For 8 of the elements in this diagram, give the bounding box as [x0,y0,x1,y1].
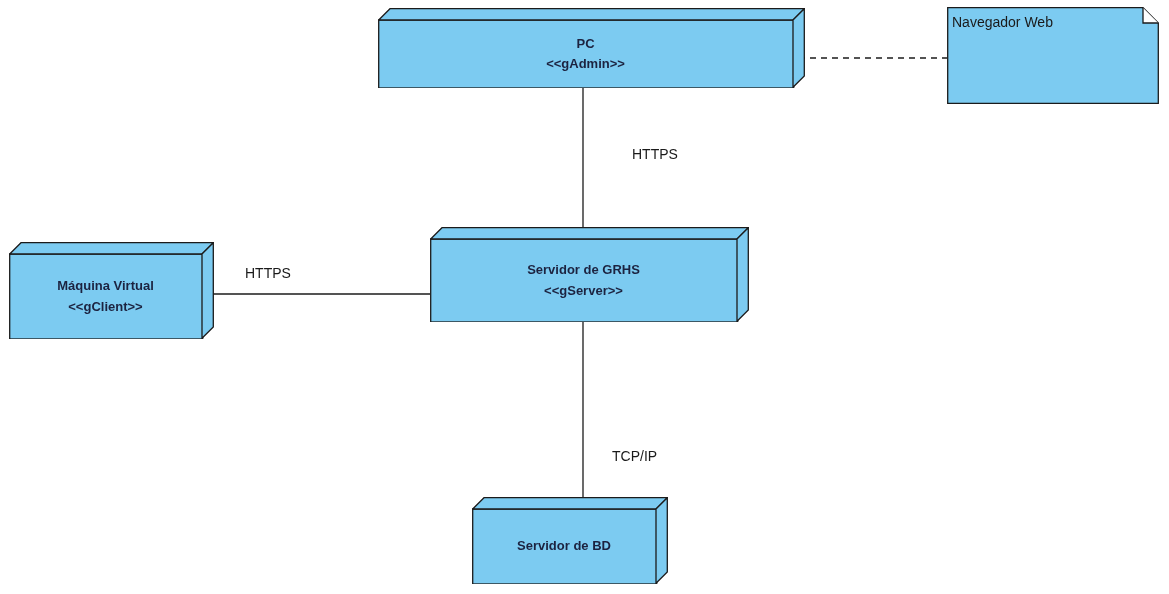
stereotype: <<gAdmin>> [546,56,625,73]
node-name: PC [576,35,595,52]
node-name: Servidor de GRHS [527,262,640,279]
node-name: Máquina Virtual [57,278,154,295]
stereotype: <<gServer>> [544,282,623,299]
note-text: Navegador Web [952,14,1053,32]
node-name: Servidor de BD [517,538,611,555]
stereotype: <<gClient>> [68,298,143,315]
